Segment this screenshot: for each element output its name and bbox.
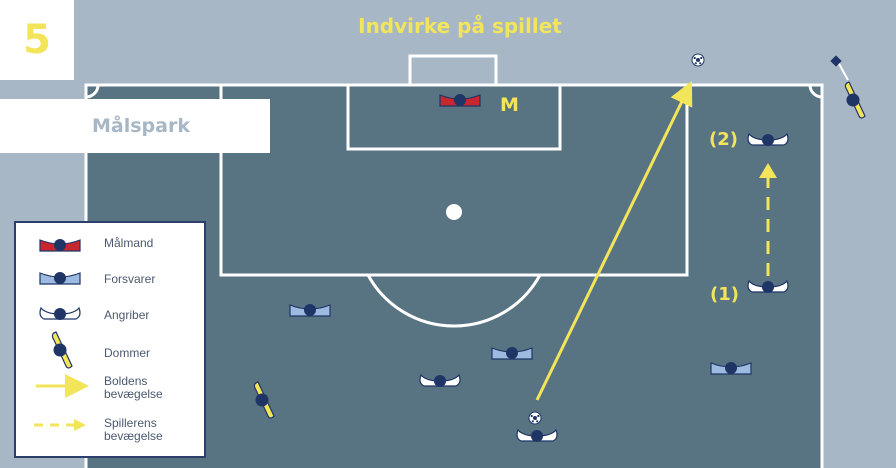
- ball-icon: [528, 411, 542, 425]
- ball-icon: [691, 53, 705, 67]
- legend-defender-label: Forsvarer: [104, 272, 156, 286]
- corner-flag-icon: [830, 55, 849, 81]
- goalkeeper-label: M: [500, 94, 519, 116]
- situation-tag: Målspark: [0, 99, 270, 153]
- legend-referee-label: Dommer: [104, 346, 151, 360]
- legend-goalkeeper-label: Målmand: [104, 236, 154, 250]
- legend: Målmand Forsvarer Angriber Dommer Bolden…: [14, 221, 206, 458]
- goalkeeper-icon: [39, 238, 81, 252]
- page-number: 5: [0, 0, 74, 80]
- ball-movement-arrow: [535, 80, 693, 401]
- penalty-arc: [366, 274, 542, 328]
- goal: [408, 54, 498, 87]
- page-title: Indvirke på spillet: [358, 14, 562, 38]
- legend-attacker-label: Angriber: [104, 308, 150, 322]
- attacker-icon: [39, 307, 81, 321]
- corner-arc-right: [808, 84, 823, 99]
- position-1-label: (1): [710, 284, 739, 305]
- defender-icon: [39, 271, 81, 285]
- penalty-spot: [446, 204, 462, 220]
- legend-ball-movement-label: Boldens bevægelse: [104, 374, 163, 401]
- position-2-label: (2): [709, 129, 738, 150]
- corner-arc-left: [85, 84, 100, 99]
- legend-player-movement-label: Spillerens bevægelse: [104, 416, 163, 443]
- referee-icon: [51, 331, 73, 369]
- assistant-referee-player: [844, 81, 866, 119]
- legend-icons: [34, 238, 89, 431]
